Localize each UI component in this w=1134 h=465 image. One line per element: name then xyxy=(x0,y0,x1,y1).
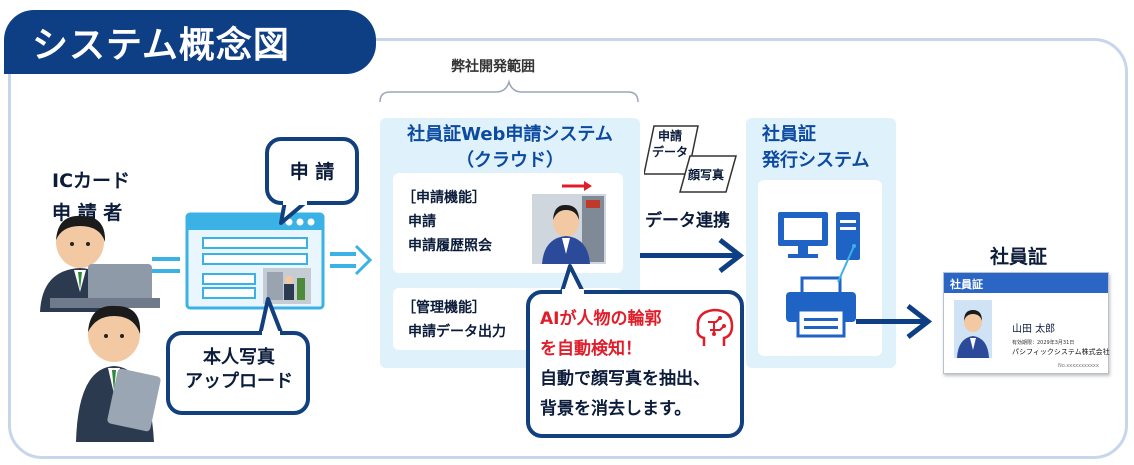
id-card-photo xyxy=(954,300,992,358)
upload-bubble-shape xyxy=(166,297,310,415)
upload-bubble-text: 本人写真 アップロード xyxy=(170,346,308,394)
ai-callout-tail-cover xyxy=(562,289,584,297)
upload-line1: 本人写真 xyxy=(203,347,275,368)
issue-system-title: 社員証 発行システム xyxy=(762,122,869,174)
web-system-title-line2: （クラウド） xyxy=(456,150,564,171)
ai-callout-line4: 背景を消去します。 xyxy=(540,399,692,419)
id-card-valid: 有効期限：2029年3月31日 xyxy=(1012,340,1075,346)
scope-label: 弊社開発範囲 xyxy=(451,59,535,75)
apply-bubble-shape xyxy=(265,137,359,225)
apply-function-header: ［申請機能］ xyxy=(402,190,486,206)
printer-line-connector xyxy=(837,244,856,283)
issue-arrow xyxy=(856,304,933,339)
data-card-application: 申請 データ xyxy=(652,128,688,160)
applicant-line1: ICカード xyxy=(52,170,131,192)
page-title: システム概念図 xyxy=(4,10,376,74)
apply-bubble-text: 申 請 xyxy=(289,161,335,183)
equals-connector-1 xyxy=(152,257,180,273)
admin-function-header: ［管理機能］ xyxy=(402,300,486,316)
apply-function-text: ［申請機能］ 申請 申請履歴照会 xyxy=(402,186,492,258)
data-card-application-line1: 申請 xyxy=(658,129,683,143)
ai-callout-text: AIが人物の輪郭 を自動検知！ 自動で顔写真を抽出、 背景を消去します。 xyxy=(540,304,710,424)
id-card-header-bar xyxy=(944,273,1108,293)
ai-callout-bubble xyxy=(526,290,744,438)
scope-bracket xyxy=(379,79,639,103)
id-card-header-text: 社員証 xyxy=(950,278,983,291)
portrait-photo-illustration xyxy=(532,181,606,264)
apply-function-item1: 申請 xyxy=(408,214,436,230)
web-system-title: 社員証Web申請システム （クラウド） xyxy=(380,122,640,174)
id-card-label: 社員証 xyxy=(990,246,1048,268)
ai-callout-line2: を自動検知！ xyxy=(540,339,642,359)
upload-line2: アップロード xyxy=(185,371,293,392)
ai-callout-line3: 自動で顔写真を抽出、 xyxy=(540,369,710,389)
ai-callout-line1: AIが人物の輪郭 xyxy=(540,309,662,329)
double-arrow-connector xyxy=(330,244,373,276)
data-link-label: データ連携 xyxy=(645,211,730,231)
id-card-number: No.xxxxxxxxxxx xyxy=(1058,363,1099,369)
ai-brain-icon xyxy=(696,308,734,346)
data-link-arrow xyxy=(640,238,745,273)
person-at-laptop-illustration xyxy=(40,215,160,312)
issue-system-title-line2: 発行システム xyxy=(762,150,870,171)
data-cards-shapes xyxy=(644,125,737,193)
data-card-application-line2: データ xyxy=(652,145,689,159)
apply-function-item2: 申請履歴照会 xyxy=(408,238,492,254)
data-card-photo: 顔写真 xyxy=(688,168,725,182)
admin-function-item1: 申請データ出力 xyxy=(408,324,506,340)
person-with-tablet-illustration xyxy=(76,305,161,442)
printer-icon xyxy=(786,276,856,338)
web-browser-illustration xyxy=(185,212,325,310)
web-system-title-line1: 社員証Web申請システム xyxy=(407,124,613,145)
id-card-company: パシフィックシステム株式会社 xyxy=(1012,348,1110,356)
issue-system-title-line1: 社員証 xyxy=(762,124,816,145)
admin-function-text: ［管理機能］ 申請データ出力 xyxy=(402,296,506,344)
id-card-name: 山田 太郎 xyxy=(1012,324,1056,335)
